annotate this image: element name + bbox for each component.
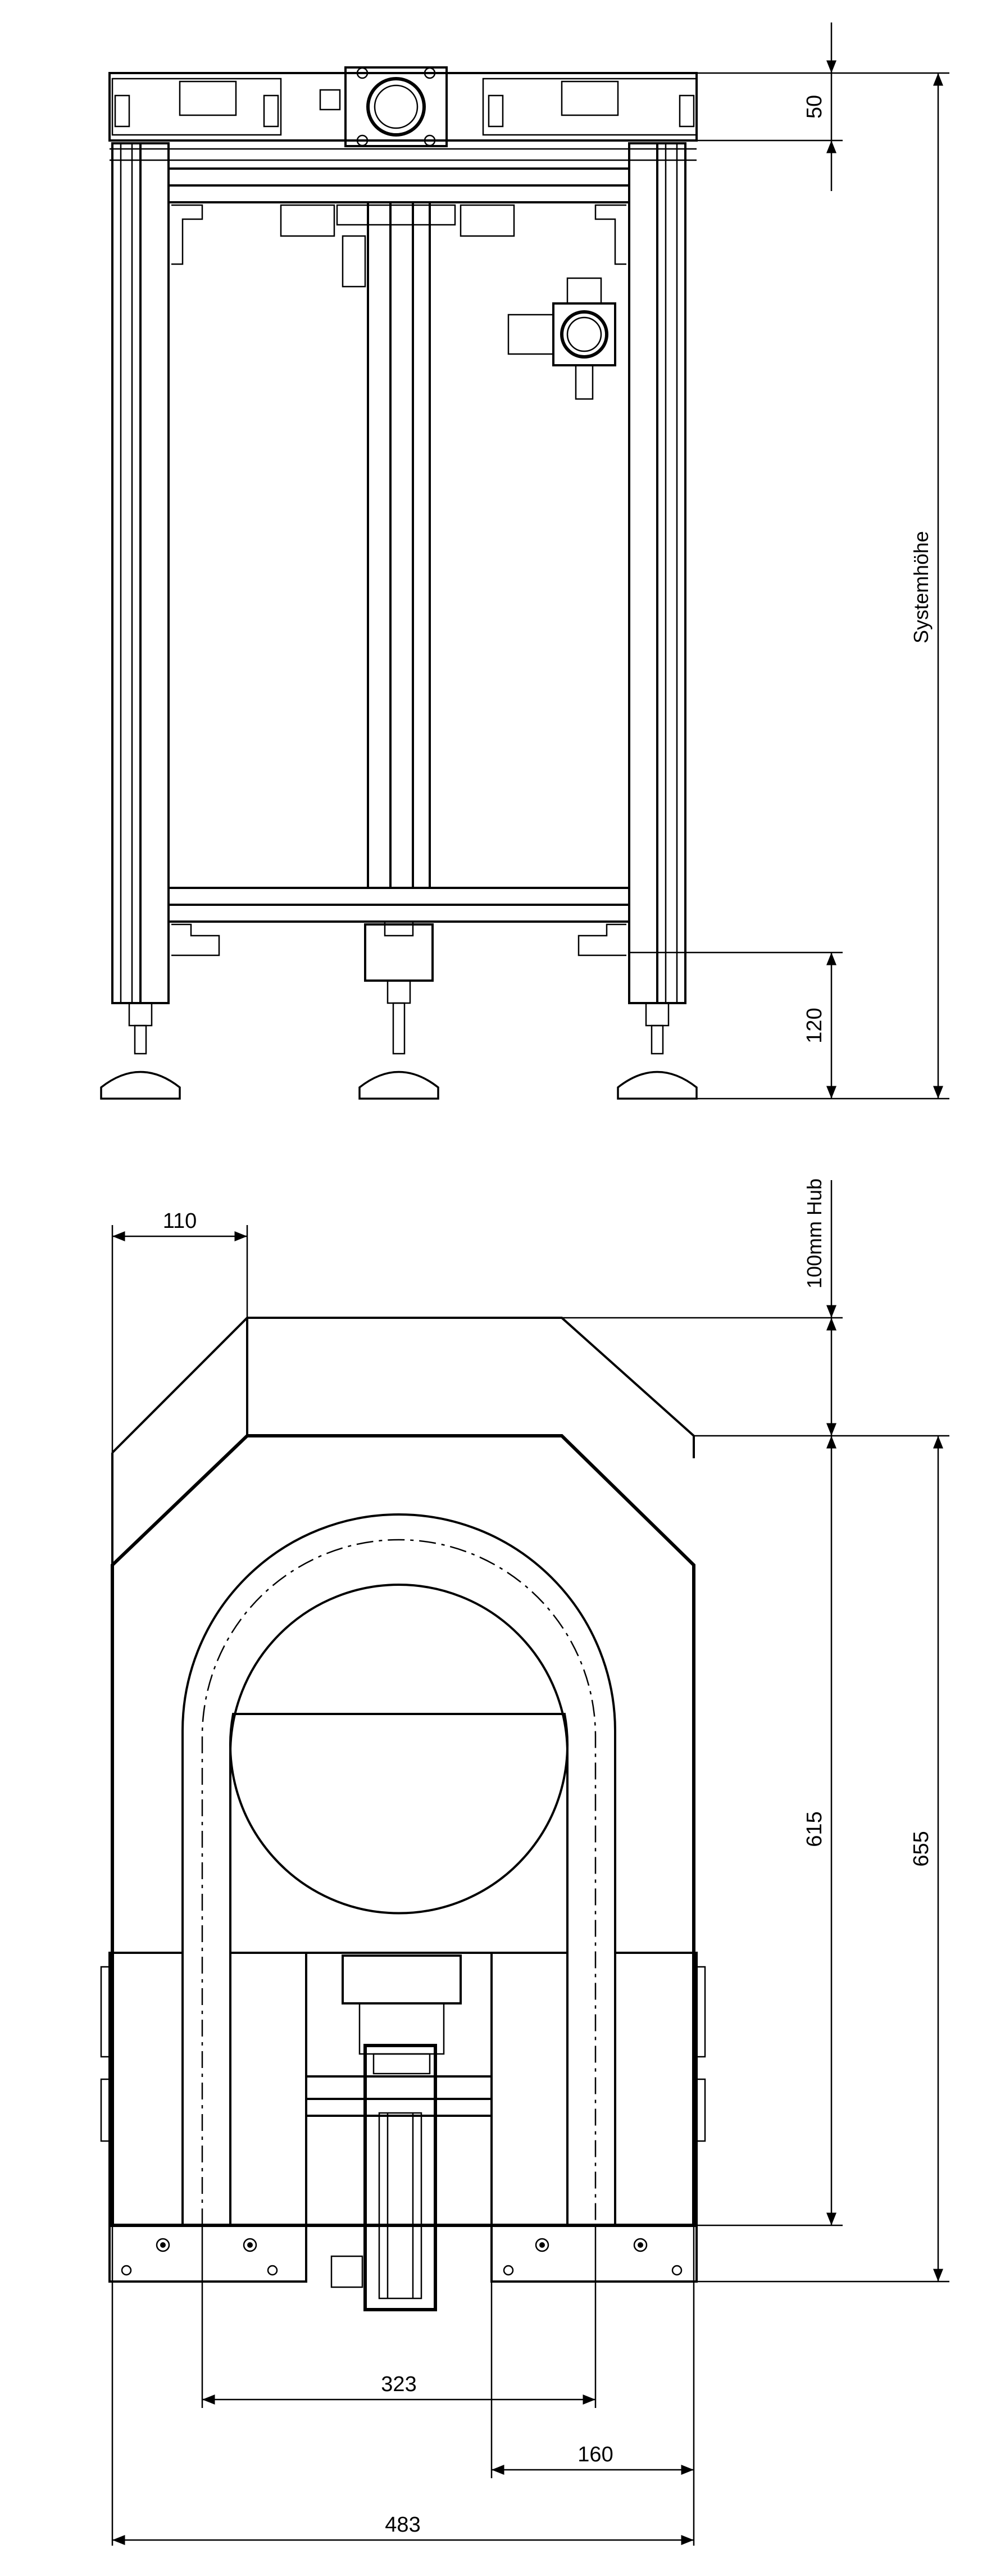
top-dimensions: 110 100mm Hub 615 655 323 160 483 <box>111 1178 949 2546</box>
mounting-plates <box>108 2224 698 2283</box>
frame <box>110 142 697 1004</box>
dim-top-50: 50 <box>803 95 826 119</box>
top-valve-block <box>344 66 448 147</box>
magnet-arch <box>181 1513 616 2225</box>
dim-overall-width-483: 483 <box>385 2513 420 2537</box>
dim-inner-height-615: 615 <box>803 1811 826 1847</box>
dim-outer-height-655: 655 <box>909 1831 933 1866</box>
dim-half-width-160: 160 <box>577 2443 613 2466</box>
side-valve <box>507 277 616 400</box>
dim-stroke-100: 100mm Hub <box>803 1178 826 1289</box>
dim-top-offset-110: 110 <box>163 1209 197 1233</box>
dim-inner-width-323: 323 <box>381 2373 416 2396</box>
front-dimensions: 50 120 Systemhöhe <box>629 22 949 1100</box>
top-view: 110 100mm Hub 615 655 323 160 483 <box>100 1178 949 2546</box>
top-module-row <box>108 66 698 147</box>
front-view: 50 120 Systemhöhe <box>100 22 949 1100</box>
dim-bottom-120: 120 <box>803 1008 826 1043</box>
dim-system-height: Systemhöhe <box>909 531 933 643</box>
housing-outer <box>111 1317 695 2227</box>
cylinder-assembly <box>305 1952 493 2311</box>
inner-components <box>171 204 626 982</box>
side-blocks <box>100 1952 706 2226</box>
leveling-feet <box>100 979 698 1100</box>
